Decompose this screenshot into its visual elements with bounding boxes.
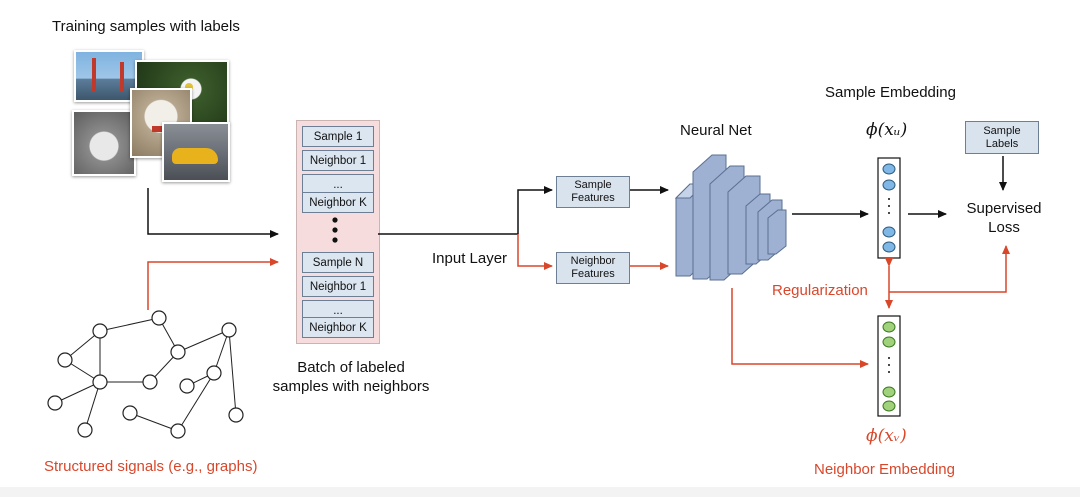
vector-dot	[888, 364, 890, 366]
sample-embedding-title: Sample Embedding	[825, 84, 956, 101]
graph-node	[92, 374, 108, 390]
graph-caption: Structured signals (e.g., graphs)	[44, 458, 258, 475]
neighbor-features-line2: Features	[571, 268, 615, 280]
sample-labels-line1: Sample	[983, 124, 1021, 137]
graph-node	[179, 378, 195, 394]
graph-node	[170, 344, 186, 360]
training-samples-title: Training samples with labels	[52, 18, 240, 35]
graph-node	[151, 310, 167, 326]
blue-node	[882, 226, 896, 238]
batch-dot	[332, 237, 338, 243]
sample-labels-line2: Labels	[985, 137, 1019, 150]
regularization-label: Regularization	[772, 282, 868, 299]
graph-node	[221, 322, 237, 338]
car-photo	[162, 122, 230, 182]
batch-caption: Batch of labeled samples with neighbors	[258, 358, 444, 396]
net-layer-7	[767, 209, 787, 255]
input-layer-label: Input Layer	[432, 250, 508, 267]
batch-dot	[332, 227, 338, 233]
green-node	[882, 321, 896, 333]
graph-node	[77, 422, 93, 438]
sample-embedding-vector	[877, 157, 901, 259]
vector-dot	[888, 371, 890, 373]
graph-node	[92, 323, 108, 339]
batch-cell-neighbor-k: Neighbor K	[302, 192, 374, 213]
structured-graph-nodes	[47, 310, 244, 439]
arrow-input-to-neighbor-features	[517, 234, 553, 270]
neural-net-layers	[674, 154, 787, 281]
sample-features-line1: Sample	[574, 179, 612, 191]
blue-node	[882, 179, 896, 191]
arrow-images-to-batch	[147, 188, 279, 238]
vector-dot	[888, 205, 890, 207]
green-node	[882, 336, 896, 348]
arrow-graph-to-batch	[147, 258, 279, 310]
bottom-strip	[0, 487, 1080, 497]
neighbor-embedding-symbol: ϕ(xᵥ)	[866, 426, 907, 446]
supervised-loss-line2: Loss	[988, 219, 1020, 236]
batch-cell-neighbor-kb: Neighbor K	[302, 317, 374, 338]
graph-node	[122, 405, 138, 421]
vector-dot	[888, 357, 890, 359]
supervised-loss-line1: Supervised	[966, 200, 1042, 217]
vector-dot	[888, 198, 890, 200]
batch-cell-sample-n: Sample N	[302, 252, 374, 273]
vector-dot	[888, 212, 890, 214]
blue-node	[882, 163, 896, 175]
graph-node	[57, 352, 73, 368]
blue-node	[882, 241, 896, 253]
neighbor-embedding-title: Neighbor Embedding	[814, 461, 955, 478]
neural-net-label: Neural Net	[680, 122, 752, 139]
graph-node	[142, 374, 158, 390]
graph-node	[170, 423, 186, 439]
batch-cell-neighbor-1: Neighbor 1	[302, 150, 374, 171]
graph-node	[206, 365, 222, 381]
green-node	[882, 386, 896, 398]
sample-features-line2: Features	[571, 192, 615, 204]
graph-node	[228, 407, 244, 423]
neighbor-features-line1: Neighbor	[570, 255, 616, 267]
neighbor-embedding-vector	[877, 315, 901, 417]
batch-dot	[332, 217, 338, 223]
batch-cell-ellipsis: ...	[302, 174, 374, 195]
batch-caption-line2: samples with neighbors	[272, 378, 430, 395]
batch-cell-neighbor-1b: Neighbor 1	[302, 276, 374, 297]
green-node	[882, 400, 896, 412]
batch-cell-sample-1: Sample 1	[302, 126, 374, 147]
arrow-input-to-sample-features	[517, 186, 553, 234]
arrow-net-to-neighbor-embedding	[731, 288, 869, 368]
batch-caption-line1: Batch of labeled	[297, 359, 405, 376]
graph-node	[47, 395, 63, 411]
arrow-regularization-to-loss	[889, 245, 1010, 293]
supervised-loss-label: Supervised Loss	[950, 199, 1058, 237]
sample-embedding-symbol: ϕ(xᵤ)	[866, 120, 908, 140]
